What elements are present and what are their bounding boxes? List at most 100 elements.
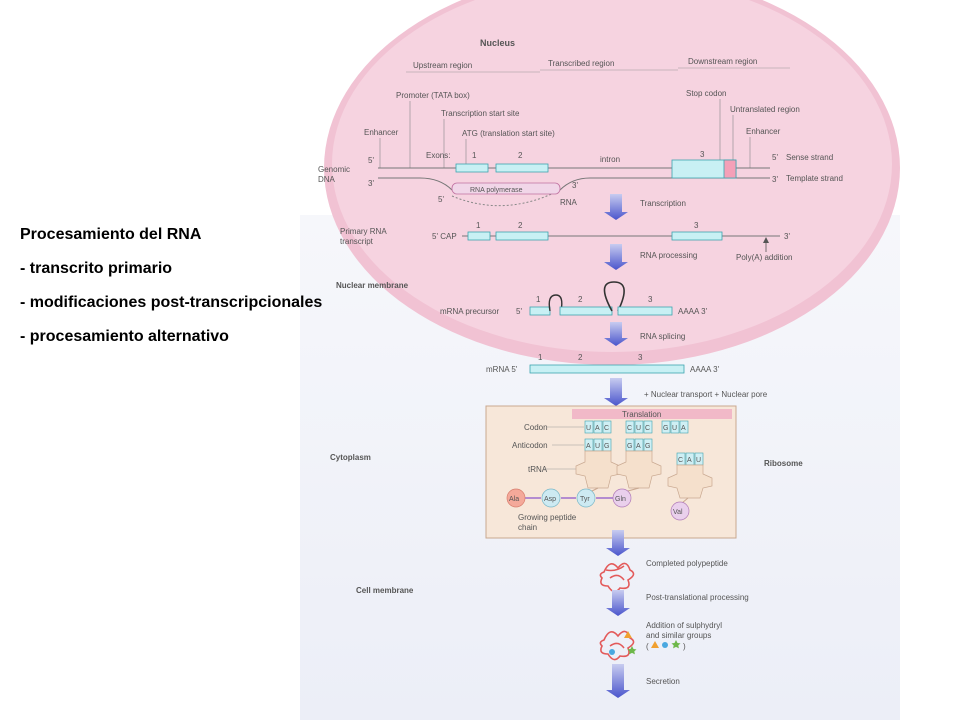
rna-polymerase-label: RNA polymerase [470,187,523,194]
dna-three-prime-left: 3' [368,179,374,188]
primary-label-1: Primary RNA [340,227,387,236]
amino-acid-ala [506,488,526,508]
intron-loop-1 [548,294,563,312]
stop-codon-label: Stop codon [686,89,726,98]
rna-polymerase [451,182,561,195]
dna-exon-3-number: 3 [700,150,705,159]
anticodon-1-base-1: A [586,443,591,450]
symbols-close: ) [683,642,686,651]
arrow-completed [606,530,630,556]
codon-3-base-3: A [681,425,686,432]
codon-box-3a [661,420,671,434]
transcription-label: Transcription [640,199,686,208]
codon-box-3c [679,420,689,434]
free-anticodon-base-2: A [687,457,692,464]
precursor-exon-1-number: 1 [536,295,541,304]
translation-label: Translation [622,410,661,419]
slide-bullet-alternative: - procesamiento alternativo [20,328,229,345]
utr-label: Untranslated region [730,105,800,114]
free-anticodon-base-3: U [696,457,701,464]
codon-3-base-1: G [663,425,668,432]
precursor-exon-3-number: 3 [648,295,653,304]
ribosome-label: Ribosome [764,459,803,468]
codon-1-base-3: C [604,425,609,432]
secretion-label: Secretion [646,677,680,686]
dna-five-prime-right: 5' [772,153,778,162]
sense-strand-label: Sense strand [786,153,833,162]
trna-1 [575,450,621,489]
precursor-tail: AAAA 3' [678,307,708,316]
anticodon-2-base-1: G [627,443,632,450]
legend-star-icon [671,640,681,649]
dna-exon-1-number: 1 [472,151,477,160]
dna-exon-1 [455,163,489,173]
mature-mrna [529,364,685,374]
sulphydryl-circle [609,649,615,655]
codon-label: Codon [524,423,548,432]
amino-acid-ala-label: Ala [509,496,519,503]
precursor-exon-1 [529,306,551,316]
tss-label: Transcription start site [441,109,520,118]
primary-exon-1-number: 1 [476,221,481,230]
modified-polypeptide [599,630,635,661]
sulphydryl-triangle [624,631,632,638]
dna-exon-2 [495,163,549,173]
dna-three-prime-right: 3' [772,175,778,184]
amino-acid-tyr [576,488,596,508]
codon-2-base-3: C [645,425,650,432]
enhancer-left-label: Enhancer [364,128,399,137]
anticodon-1-base-3: G [604,443,609,450]
primary-exon-2 [495,231,549,241]
codon-3-base-2: U [672,425,677,432]
primary-exon-3 [671,231,723,241]
primary-exon-2-number: 2 [518,221,523,230]
rna-three-prime: 3' [572,181,578,190]
completed-polypeptide [599,562,635,593]
chain-label-1: Growing peptide [518,513,577,522]
nucleus [332,0,892,352]
codon-2-base-2: U [636,425,641,432]
downstream-region-label: Downstream region [688,57,757,66]
amino-acid-tyr-label: Tyr [580,496,590,503]
nuclear-membrane-label: Nuclear membrane [336,281,409,290]
codon-box-1c [602,420,612,434]
codon-1-base-2: A [595,425,600,432]
exons-label: Exons: [426,151,450,160]
slide-title: Procesamiento del RNA [20,226,202,243]
amino-acid-val [670,501,690,521]
anticodon-2-base-2: A [636,443,641,450]
primary-label-2: transcript [340,237,374,246]
rna-five-prime: 5' [438,195,444,204]
polya-pointer-head [763,237,769,243]
enhancer-right-label: Enhancer [746,127,781,136]
amino-acid-asp [541,488,561,508]
mrna-exon-1-number: 1 [538,353,543,362]
precursor-label: mRNA precursor [440,307,499,316]
intron-loop-2 [603,281,625,312]
codon-box-1b [593,420,603,434]
cytoplasm-label: Cytoplasm [330,453,371,462]
codon-2-base-1: C [627,425,632,432]
legend-triangle-icon [651,641,659,648]
legend-circle-icon [662,642,668,648]
template-strand-label: Template strand [786,174,843,183]
precursor-exon-3 [617,306,673,316]
mrna-label: mRNA 5' [486,365,518,374]
dna-utr-block [723,159,737,179]
rna-splicing-label: RNA splicing [640,332,685,341]
rna-processing-label: RNA processing [640,251,697,260]
polya-label: Poly(A) addition [736,253,792,262]
primary-exon-1 [467,231,491,241]
arrow-transport [604,378,628,406]
post-translational-label: Post-translational processing [646,593,749,602]
slide-bullet-modifications: - modificaciones post-transcripcionales [20,294,323,311]
free-anticodon-base-1: C [678,457,683,464]
slide-bullet-transcript: - transcrito primario [20,260,173,277]
primary-cap: 5' CAP [432,232,457,241]
transcribed-region-label: Transcribed region [548,59,614,68]
codon-box-2c [643,420,653,434]
cell-membrane-label: Cell membrane [356,586,414,595]
genomic-label-1: Genomic [318,165,350,174]
arrow-rna-splicing [604,322,628,346]
mrna-exon-3-number: 3 [638,353,643,362]
